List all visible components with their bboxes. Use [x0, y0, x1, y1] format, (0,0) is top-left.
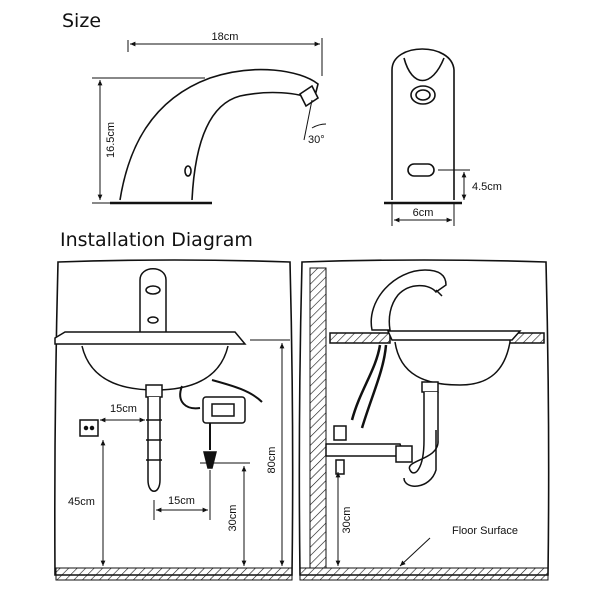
- valve-height-label: 30cm: [341, 507, 353, 534]
- water-valve-pipe: [325, 443, 406, 457]
- sensor-height-label: 4.5cm: [472, 181, 502, 193]
- size-heading: Size: [62, 10, 102, 32]
- front-view-dimensions: [391, 169, 470, 226]
- side-width-label: 18cm: [212, 31, 239, 43]
- drain-trap-side: [408, 392, 439, 474]
- outlet-height-label: 45cm: [68, 496, 95, 508]
- outlet-offset-label: 15cm: [110, 403, 137, 415]
- countertop-side-left: [329, 332, 391, 344]
- basin-side: [394, 341, 511, 386]
- installation-side-dimensions: [335, 472, 431, 567]
- floor-hatch-front: [55, 567, 293, 581]
- front-width-label: 6cm: [413, 207, 434, 219]
- countertop-front: [54, 331, 247, 345]
- side-view-dimensions: [92, 38, 327, 204]
- installation-heading: Installation Diagram: [60, 229, 253, 251]
- installation-front-dimensions: [100, 339, 290, 566]
- drain-pipe-front: [147, 397, 161, 492]
- box-offset-label: 15cm: [168, 495, 195, 507]
- faucet-front-view: [384, 48, 462, 205]
- installed-faucet-side: [370, 269, 447, 331]
- installed-faucet-front: [139, 268, 167, 332]
- wall-hatch: [309, 267, 327, 569]
- installation-side-panel: [298, 259, 550, 581]
- faucet-height-label: 80cm: [266, 447, 278, 474]
- installation-front-panel: [54, 259, 294, 581]
- floor-hatch-side: [299, 567, 549, 581]
- floor-surface-label: Floor Surface: [452, 525, 518, 537]
- wall-outlet: [79, 419, 99, 437]
- faucet-side-view: [110, 68, 320, 205]
- side-height-label: 16.5cm: [105, 122, 117, 158]
- basin-front: [81, 345, 229, 391]
- spout-angle-label: 30°: [308, 134, 325, 146]
- box-height-label: 30cm: [227, 505, 239, 532]
